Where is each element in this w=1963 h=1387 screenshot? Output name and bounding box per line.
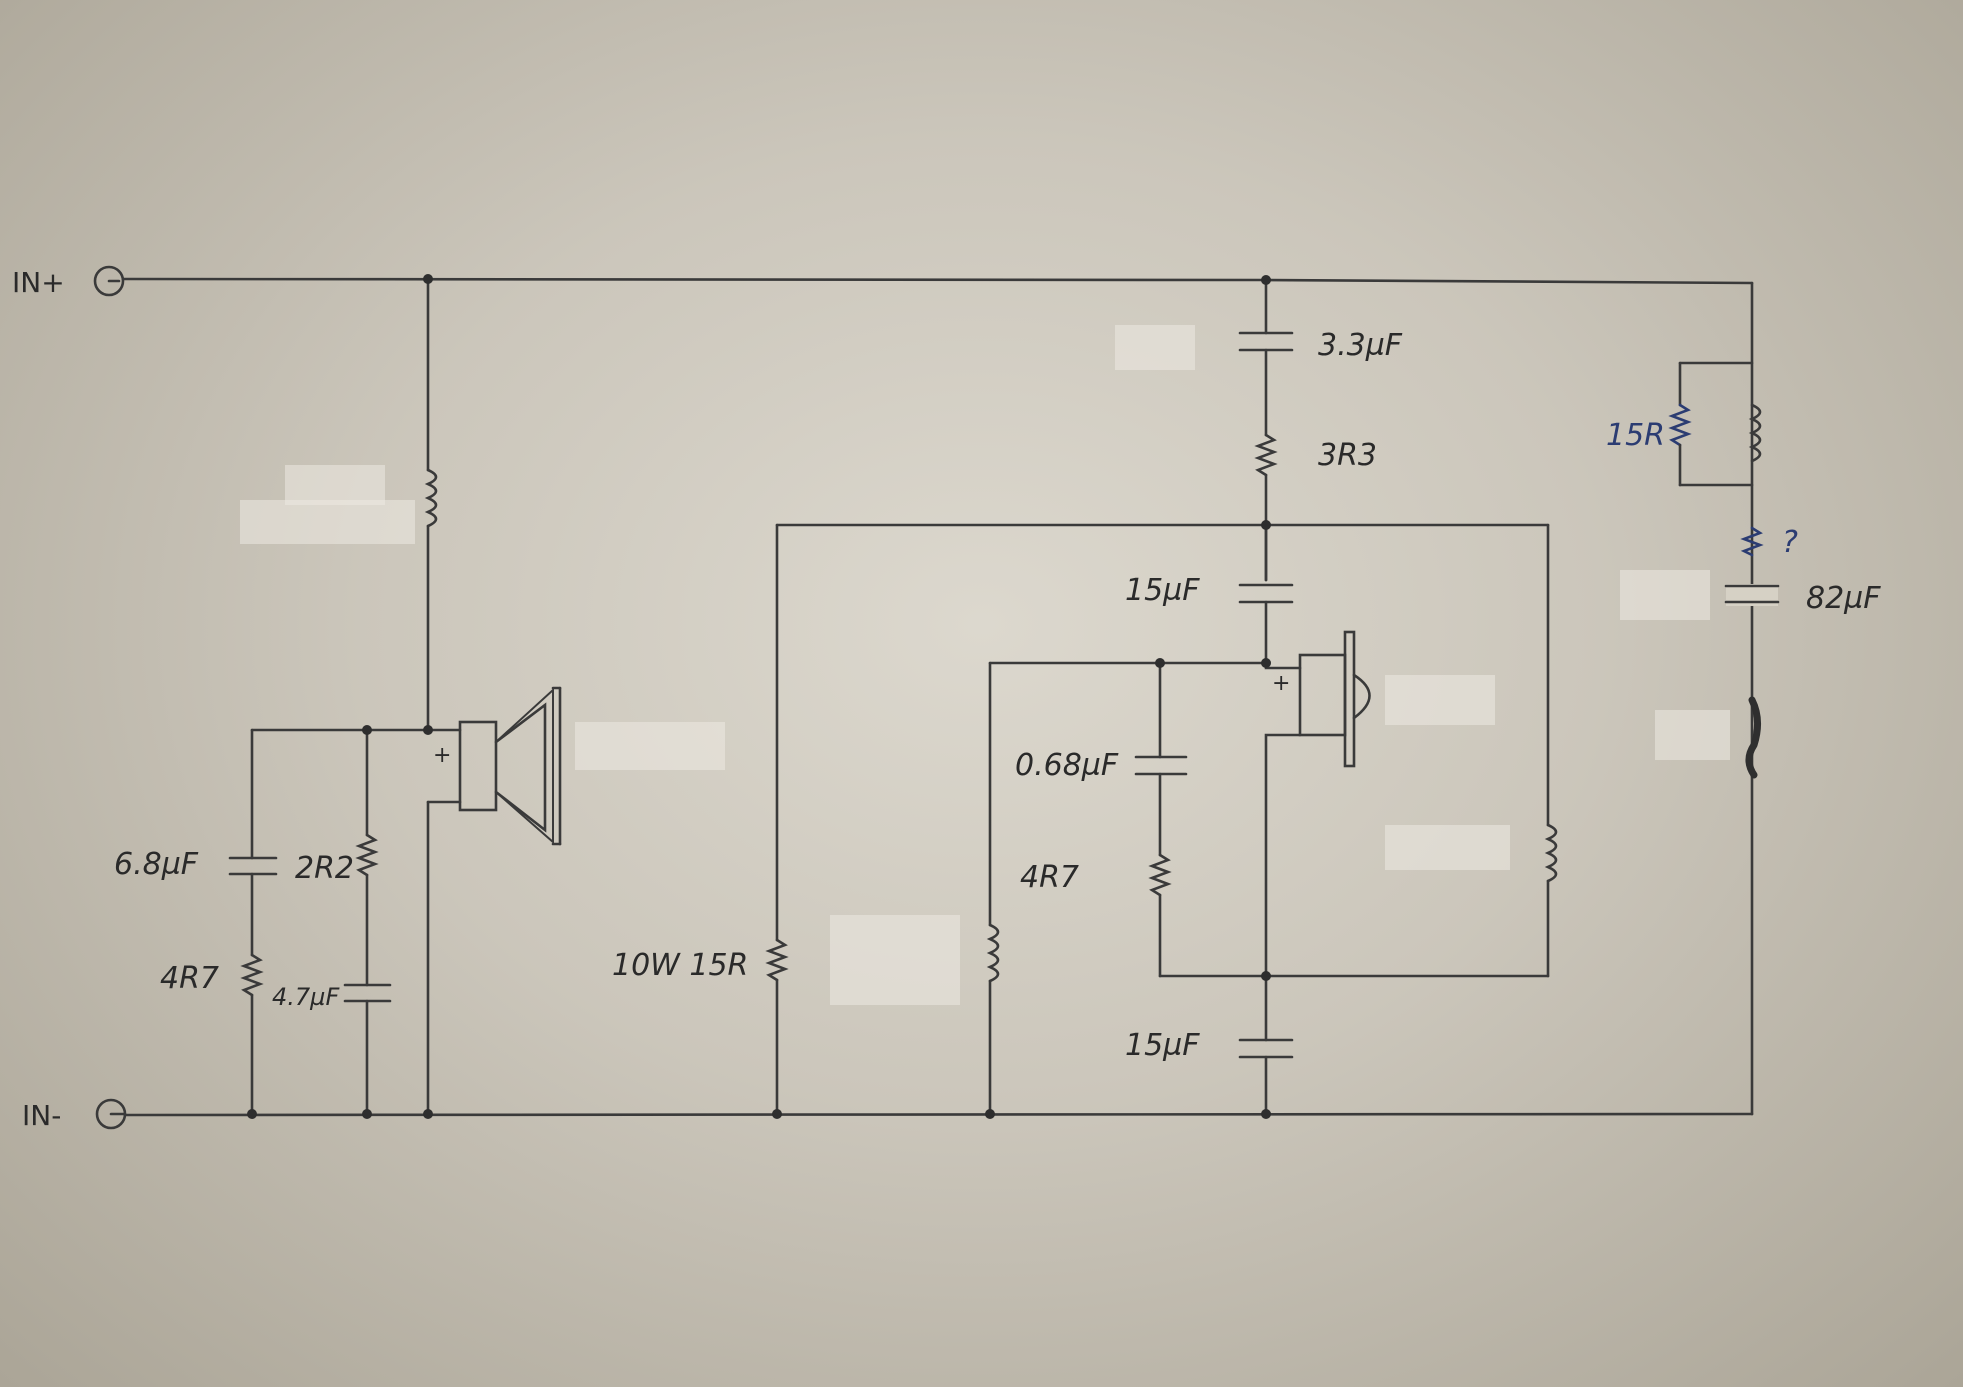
- capacitor-15u-bot: [1238, 1038, 1294, 1059]
- input-minus-terminal: IN-: [22, 1098, 127, 1132]
- resistor-3r3: [1254, 433, 1278, 477]
- junction-dot: [1261, 520, 1271, 530]
- unknown-mark-label: ?: [1782, 525, 1798, 560]
- res-3r3-label: 3R3: [1318, 438, 1377, 473]
- whiteout-patch: [1385, 825, 1510, 870]
- cap-15u-mid-label: 15µF: [1125, 573, 1200, 608]
- wire: [1264, 733, 1302, 1042]
- whiteout-patch: [830, 915, 960, 1005]
- cap-15u-bot-label: 15µF: [1125, 1028, 1200, 1063]
- junction-dot: [362, 1109, 372, 1119]
- resistor-15r-right: [1668, 403, 1692, 447]
- res-2r2-label: 2R2: [295, 851, 354, 886]
- capacitor-15u-mid: [1238, 583, 1294, 604]
- junction-dot: [423, 1109, 433, 1119]
- whiteout-patch: [240, 500, 415, 544]
- junction-dot: [1155, 658, 1165, 668]
- res-4r7-left-label: 4R7: [160, 961, 219, 996]
- midrange-polarity-plus: +: [1272, 671, 1290, 696]
- cap-82u-label: 82µF: [1806, 581, 1881, 616]
- junction-dot: [1261, 658, 1271, 668]
- whiteout-patch: [1620, 570, 1710, 620]
- input-plus-label: IN+: [12, 266, 65, 299]
- negative-rail: [123, 1112, 1754, 1117]
- junction-dot: [423, 274, 433, 284]
- res-15r-right-label: 15R: [1606, 418, 1665, 453]
- junction-dot: [985, 1109, 995, 1119]
- cap-6u8-label: 6.8µF: [114, 847, 199, 882]
- cap-4u7-label: 4.7µF: [272, 983, 340, 1011]
- junction-dots: [247, 274, 1271, 1119]
- capacitor-82u: [1724, 584, 1780, 606]
- junction-dot: [1261, 1109, 1271, 1119]
- input-minus-label: IN-: [22, 1099, 61, 1132]
- inner-inductor: [986, 923, 1000, 983]
- capacitor-6u8: [228, 856, 278, 876]
- whiteout-patch: [1385, 675, 1495, 725]
- woofer-inductor: [424, 468, 438, 528]
- capacitor-3u3: [1238, 331, 1294, 352]
- whiteout-patch: [285, 465, 385, 505]
- capacitor-4u7: [343, 983, 392, 1003]
- junction-dot: [1261, 275, 1271, 285]
- junction-dot: [247, 1109, 257, 1119]
- junction-dot: [362, 725, 372, 735]
- whiteout-patch: [1115, 325, 1195, 370]
- wire: [1264, 661, 1302, 670]
- whiteout-patch: [575, 722, 725, 770]
- mid-shunt-inductor: [1544, 823, 1558, 883]
- unknown-resistor-mark: [1740, 526, 1764, 557]
- tweeter-inductor: [1748, 403, 1762, 463]
- whiteout-patch: [1655, 710, 1730, 760]
- resistor-4r7-left: [240, 953, 264, 997]
- junction-dot: [1261, 971, 1271, 981]
- res-15r-10w-label: 10W 15R: [612, 948, 748, 983]
- junction-dot: [423, 725, 433, 735]
- woofer-polarity-plus: +: [433, 743, 451, 768]
- capacitor-0u68: [1134, 755, 1188, 776]
- cap-3u3-label: 3.3µF: [1318, 328, 1403, 363]
- positive-rail: [121, 277, 1754, 285]
- cap-0u68-label: 0.68µF: [1015, 748, 1119, 783]
- resistor-2r2: [355, 833, 379, 877]
- resistor-15r-10w: [765, 938, 789, 982]
- tweeter-speaker-icon: [1745, 696, 1761, 779]
- midrange-speaker-icon: +: [1272, 630, 1371, 768]
- woofer-speaker-icon: +: [433, 686, 562, 846]
- res-4r7-mid-label: 4R7: [1020, 860, 1079, 895]
- junction-dot: [772, 1109, 782, 1119]
- resistor-4r7-mid: [1148, 853, 1172, 897]
- input-plus-terminal: IN+: [12, 265, 125, 299]
